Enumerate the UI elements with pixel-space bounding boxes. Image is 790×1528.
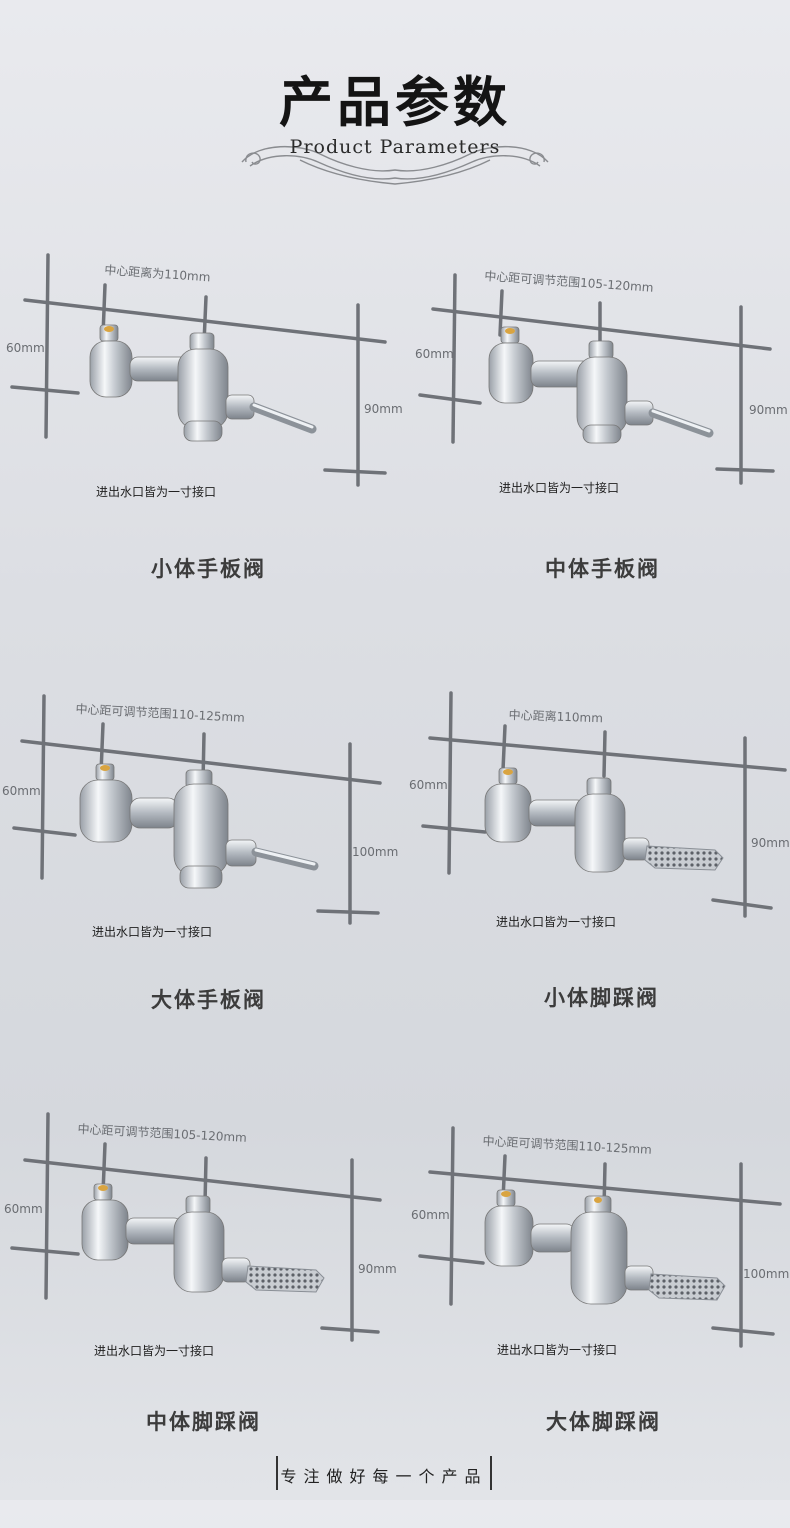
height-left-label: 60mm	[2, 784, 41, 798]
footer-slogan-box: 专注做好每一个产品	[276, 1456, 492, 1490]
product-panel-4: 中心距离110mm 60mm 90mm 进出水口皆为一寸接口 小体脚踩阀	[395, 688, 790, 1108]
product-name: 小体手板阀	[151, 557, 266, 581]
pedal-valve-icon	[484, 767, 724, 873]
connector-note: 进出水口皆为一寸接口	[497, 1343, 618, 1357]
height-right-label: 90mm	[751, 836, 790, 850]
height-left-label: 60mm	[411, 1208, 450, 1222]
height-left-label: 60mm	[415, 347, 454, 361]
product-panel-3: 中心距可调节范围110-125mm 60mm 100mm 进出水口皆为一寸接口 …	[0, 688, 399, 1108]
connector-note: 进出水口皆为一寸接口	[96, 485, 217, 499]
height-left-label: 60mm	[409, 778, 448, 792]
valve-icon	[89, 324, 317, 442]
product-panel-6: 中心距可调节范围110-125mm 60mm 100mm 进出水口皆为一寸接口 …	[395, 1108, 790, 1528]
height-left-label: 60mm	[6, 341, 45, 355]
product-name: 大体手板阀	[151, 988, 266, 1012]
product-name: 大体脚踩阀	[546, 1410, 661, 1434]
valve-icon	[488, 326, 714, 444]
product-name: 中体手板阀	[545, 557, 660, 581]
height-left-label: 60mm	[4, 1202, 43, 1216]
height-right-label: 100mm	[743, 1267, 790, 1281]
product-panel-2: 中心距可调节范围105-120mm 60mm 90mm 进出水口皆为一寸接口 中…	[395, 245, 790, 665]
product-panel-5: 中心距可调节范围105-120mm 60mm 90mm 进出水口皆为一寸接口 中…	[0, 1108, 397, 1528]
ornament-flourish	[241, 146, 549, 185]
product-panel-1: 中心距离为110mm 60mm 90mm 进出水口皆为一寸接口 小体手板阀	[0, 245, 403, 665]
dimension-guides	[421, 691, 787, 918]
connector-note: 进出水口皆为一寸接口	[499, 481, 620, 495]
footer-slogan: 专注做好每一个产品	[280, 1467, 488, 1486]
center-distance-label: 中心距离110mm	[508, 707, 604, 726]
connector-note: 进出水口皆为一寸接口	[94, 1344, 215, 1358]
height-right-label: 90mm	[749, 403, 788, 417]
dimension-guides	[418, 273, 775, 485]
height-right-label: 100mm	[352, 845, 399, 859]
pedal-valve-icon	[484, 1189, 726, 1305]
page-title: 产品参数	[279, 70, 511, 134]
height-right-label: 90mm	[358, 1262, 397, 1276]
product-name: 中体脚踩阀	[146, 1410, 261, 1434]
height-right-label: 90mm	[364, 402, 403, 416]
page-header: 产品参数 Product Parameters	[0, 0, 790, 200]
connector-note: 进出水口皆为一寸接口	[92, 925, 213, 939]
page-subtitle: Product Parameters	[289, 136, 501, 158]
connector-note: 进出水口皆为一寸接口	[496, 915, 617, 929]
pedal-valve-icon	[81, 1183, 325, 1293]
dimension-guides	[10, 253, 387, 487]
dimension-guides	[418, 1126, 782, 1348]
dimension-guides	[12, 694, 382, 925]
valve-icon	[79, 763, 319, 889]
product-name: 小体脚踩阀	[544, 986, 659, 1010]
